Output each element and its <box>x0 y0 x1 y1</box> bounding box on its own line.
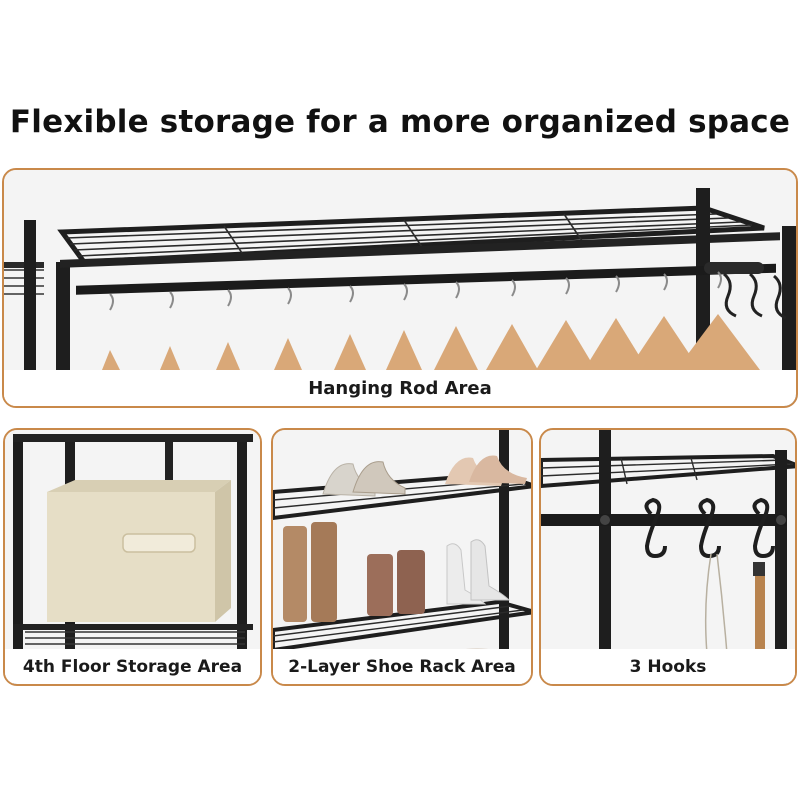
shoe-rack-panel: 2-Layer Shoe Rack Area <box>271 428 533 686</box>
shoe-rack-label: 2-Layer Shoe Rack Area <box>273 649 531 684</box>
hooks-panel: 3 Hooks <box>539 428 797 686</box>
s-hooks <box>722 272 787 320</box>
hanging-rod-label: Hanging Rod Area <box>4 370 796 406</box>
hanging-accessories <box>704 553 765 655</box>
hooks-photo <box>541 430 795 684</box>
floor-storage-label: 4th Floor Storage Area <box>5 649 260 684</box>
floor-storage-panel: 4th Floor Storage Area <box>3 428 262 686</box>
shoe-rack-photo <box>273 430 531 684</box>
floor-storage-photo <box>5 430 260 684</box>
fabric-storage-box <box>47 480 231 622</box>
upper-shoes <box>322 455 527 497</box>
hooks-label: 3 Hooks <box>541 649 795 684</box>
hangers <box>102 271 760 370</box>
hanging-rod-photo <box>4 170 796 406</box>
hanging-rod-panel: Hanging Rod Area <box>2 168 798 408</box>
headline: Flexible storage for a more organized sp… <box>9 104 791 140</box>
